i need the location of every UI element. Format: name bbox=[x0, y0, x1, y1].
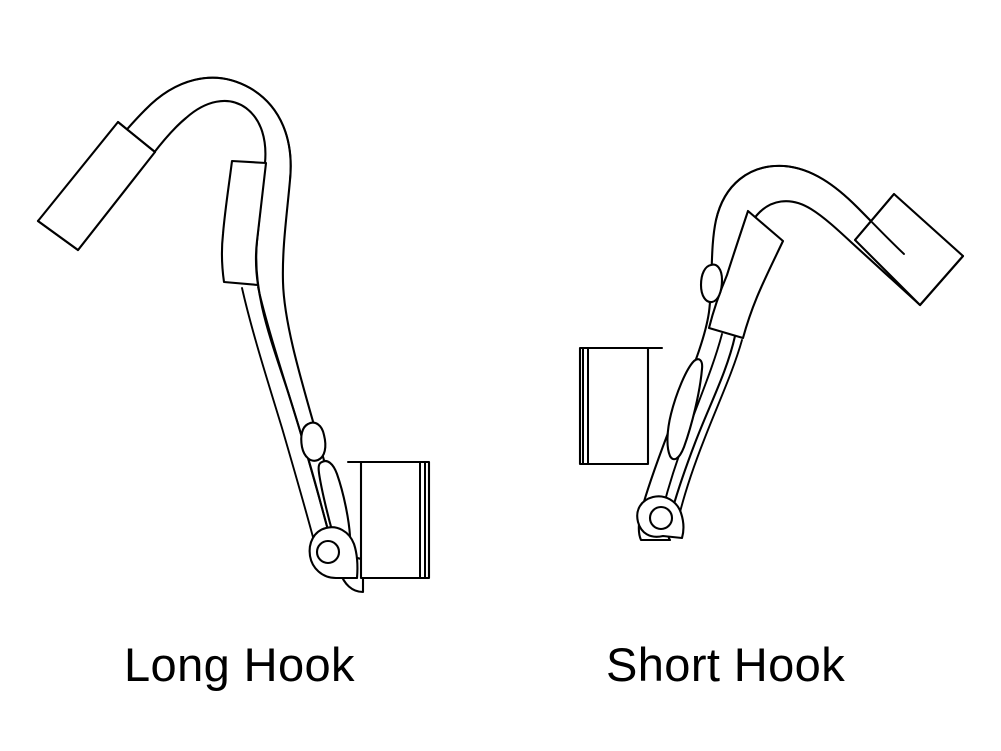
long-hook-arm-front-edge bbox=[257, 286, 335, 553]
short-hook-arm-front-edge bbox=[678, 339, 743, 517]
long-hook-caption: Long Hook bbox=[124, 638, 355, 691]
short-hook-bolt-hole bbox=[648, 505, 674, 531]
short-hook-tube-seam-right bbox=[854, 193, 895, 241]
long-hook-oval-hole bbox=[300, 421, 327, 462]
long-hook-bolt-hole bbox=[315, 539, 341, 565]
short-hook-inner-bend-arc bbox=[715, 165, 905, 255]
short-hook-triangular-cutout bbox=[666, 358, 704, 461]
long-hook-inner-bend-arc bbox=[144, 76, 292, 181]
short-hook-collar-band bbox=[707, 209, 785, 340]
short-hook-oval-hole bbox=[699, 263, 724, 304]
long-hook-tube-seam-left bbox=[117, 121, 156, 153]
short-hook-caption: Short Hook bbox=[606, 638, 846, 691]
short-hook-tube-end bbox=[853, 192, 965, 307]
long-hook-outlet-flange bbox=[359, 460, 431, 580]
short-hook-outlet-flange bbox=[578, 346, 650, 466]
long-hook-collar-band bbox=[220, 159, 268, 287]
